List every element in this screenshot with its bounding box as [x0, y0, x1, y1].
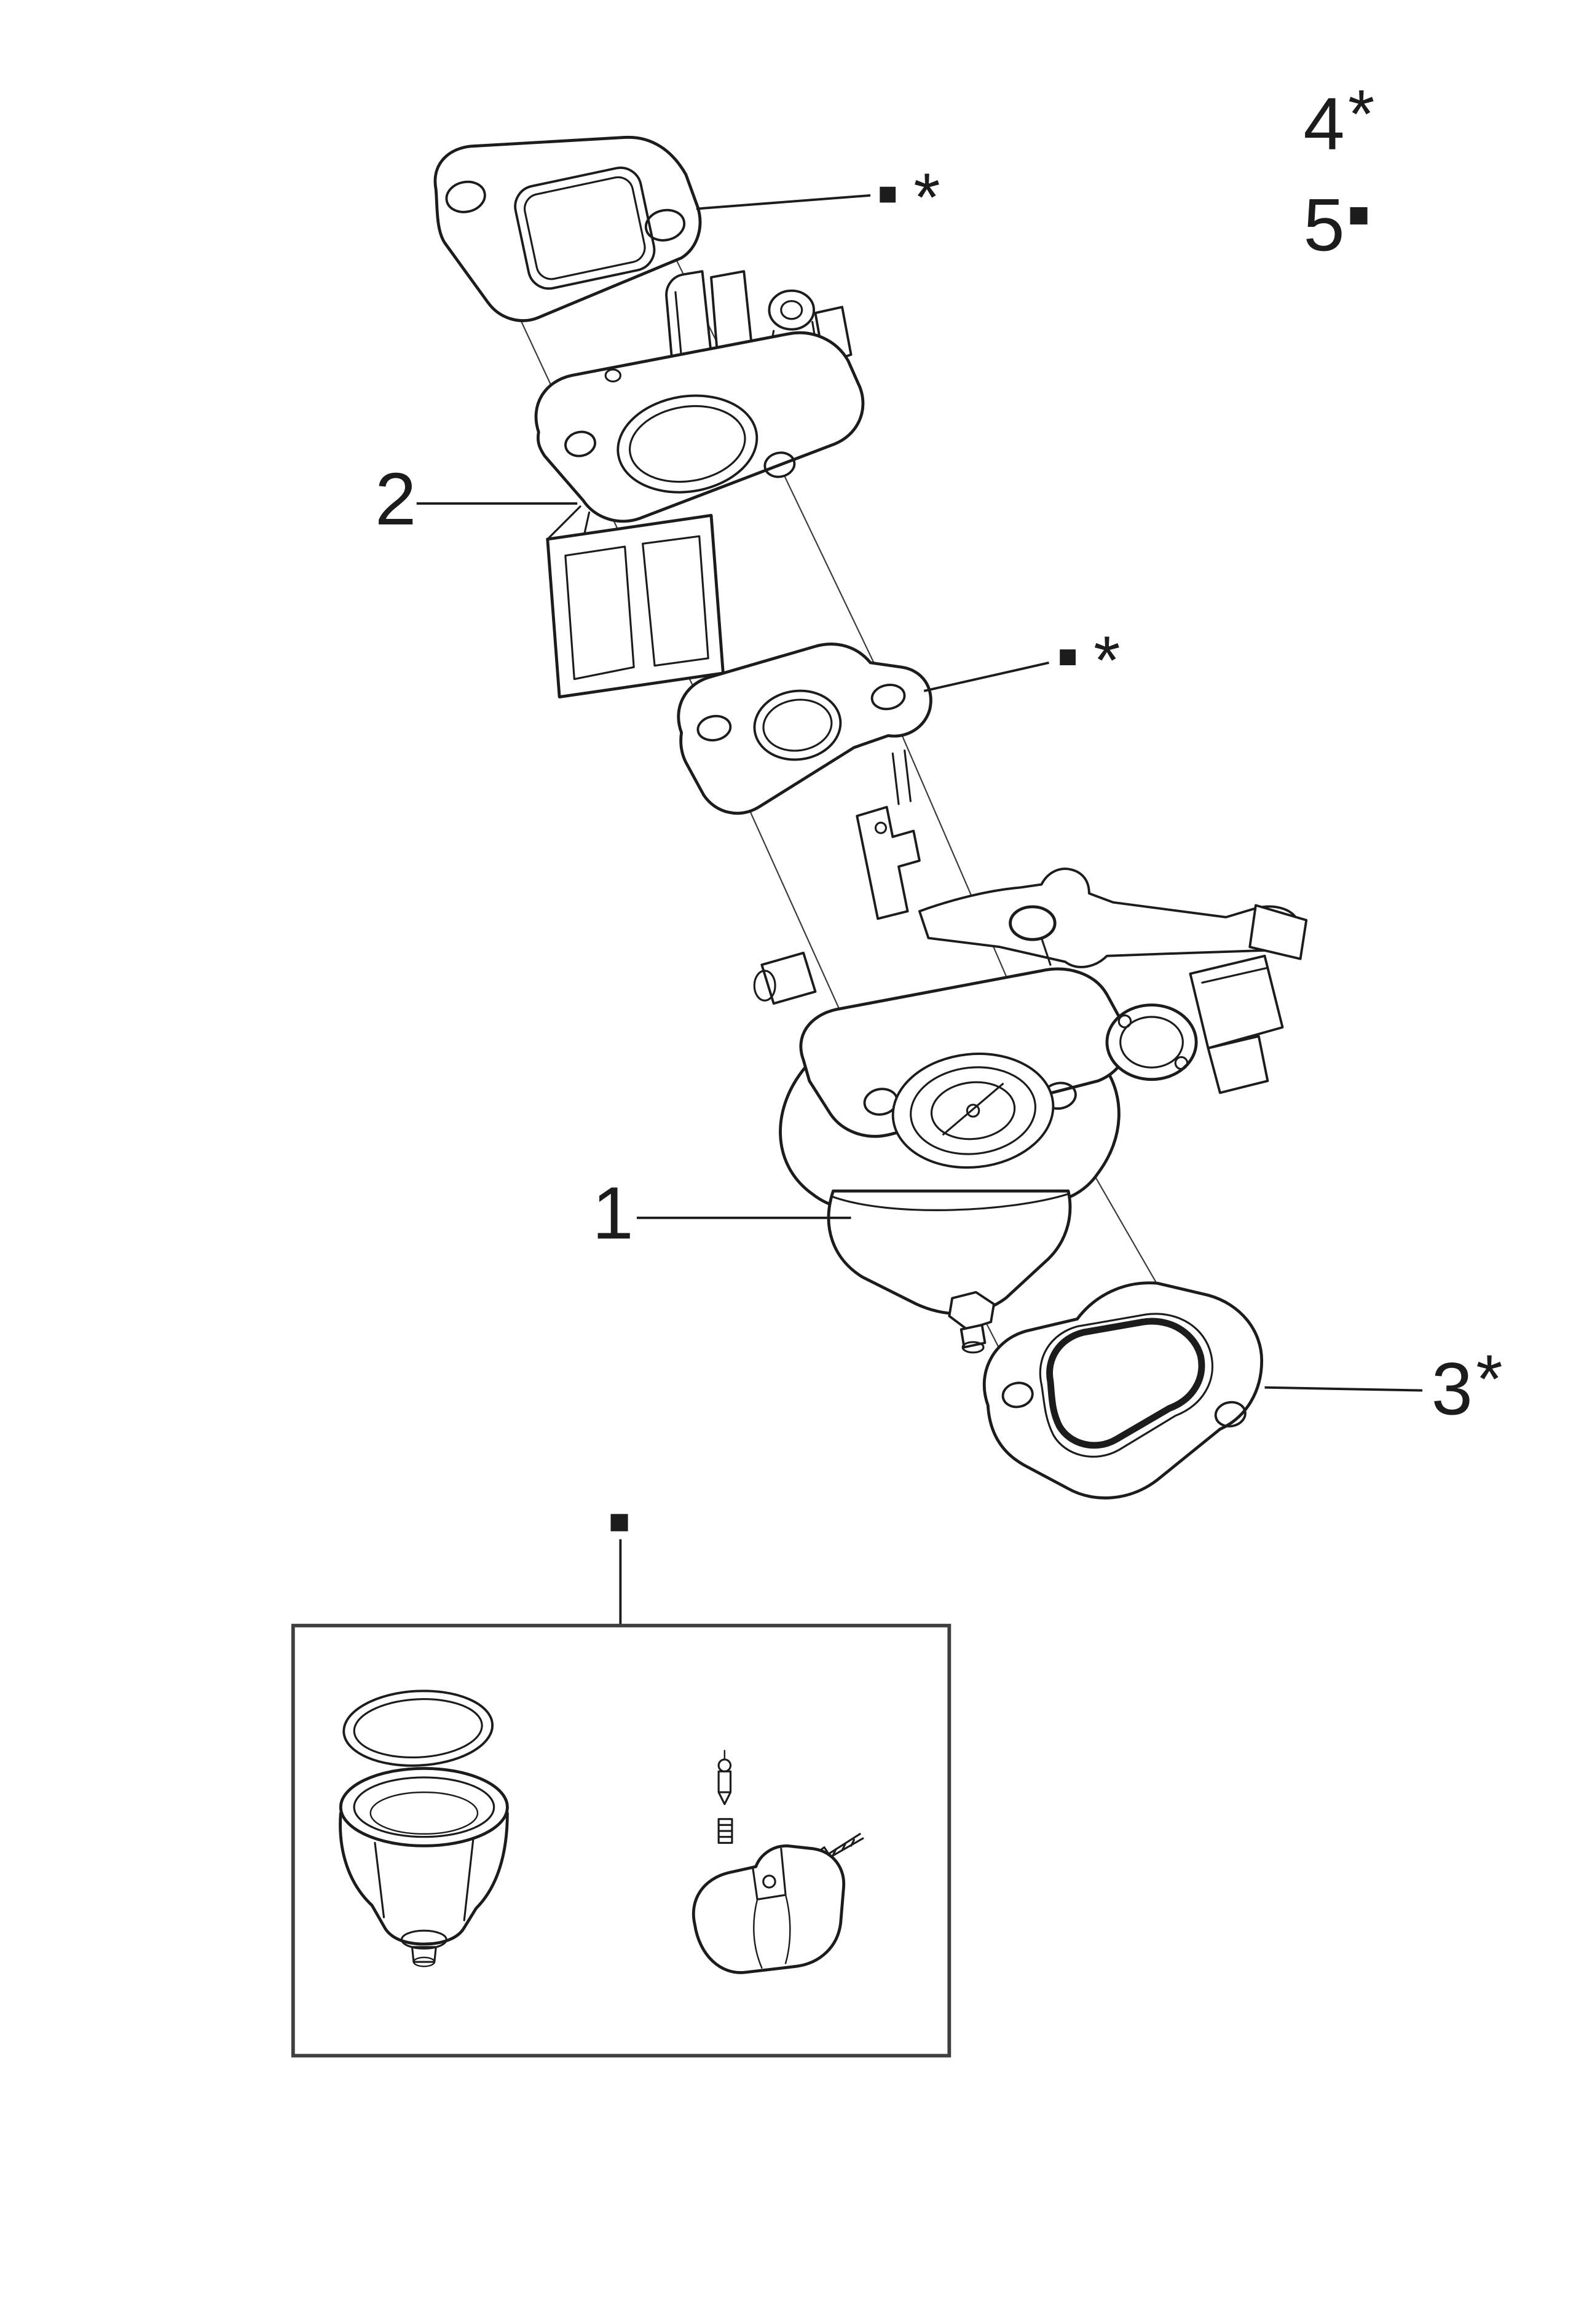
label-part-5-square: ■ — [1348, 195, 1369, 235]
carburetor-assembly — [753, 749, 1308, 1354]
callout-top-square: ■ — [878, 175, 897, 211]
port-screw-bottom — [1174, 1056, 1189, 1070]
carburetor-gasket-middle — [677, 642, 932, 815]
label-part-3: 3 — [1432, 1346, 1473, 1430]
bolt-hole-left — [1001, 1381, 1034, 1409]
manifold-boss — [768, 289, 815, 331]
gasket-outline — [433, 135, 702, 322]
flange-bolt-hole-left — [564, 430, 596, 457]
repair-kit — [291, 1539, 952, 2058]
insulator-gasket-bottom — [982, 1281, 1264, 1500]
cable-bracket — [856, 805, 921, 920]
label-part-5: 5 — [1303, 183, 1344, 266]
label-part-1: 1 — [592, 1171, 633, 1255]
port-screw-top — [1117, 1014, 1132, 1029]
leader-lines — [416, 194, 1423, 1392]
gasket-outline — [677, 642, 932, 815]
choke-knob — [1009, 905, 1057, 941]
throttle-linkage — [856, 749, 1308, 968]
kit-callout-square: ■ — [609, 1501, 630, 1541]
gasket-opening-edge — [1039, 1313, 1213, 1458]
leader-callout-mid — [923, 662, 1049, 692]
callout-mid-square: ■ — [1058, 638, 1078, 674]
kit-float-bowl — [339, 1766, 509, 1967]
gasket-outline — [982, 1281, 1264, 1500]
label-part-3-star: * — [1476, 1340, 1502, 1417]
bolt-hole-right — [870, 684, 906, 711]
throttle-plate-edge — [942, 1083, 1004, 1136]
kit-box — [291, 1624, 952, 2058]
bowl-bolt — [960, 1324, 987, 1349]
intake-manifold — [534, 270, 865, 698]
leader-part-3 — [1264, 1386, 1423, 1392]
gasket-bore — [753, 689, 842, 761]
side-port — [1105, 954, 1284, 1094]
kit-bowl-gasket — [342, 1690, 494, 1767]
bolt-hole-left — [696, 714, 732, 741]
bolt-hole-right — [1214, 1401, 1247, 1428]
diagram-labels: ■ * 4 * 5 ■ 2 ■ * 1 3 * ■ — [375, 75, 1503, 1541]
kit-float — [692, 1844, 845, 1974]
label-part-4-star: * — [1348, 75, 1374, 152]
gasket-port-opening — [514, 166, 656, 290]
flange-bolt-hole-right — [763, 451, 796, 478]
gasket-seal-ring — [1046, 1318, 1205, 1449]
bolt-hole-right — [644, 208, 686, 242]
float-bowl-mounted — [827, 1189, 1072, 1354]
idle-screw-boss — [753, 951, 817, 1005]
bowl-drain-nut — [948, 1290, 995, 1331]
arm-end-pad — [1248, 904, 1308, 960]
intake-gasket-top — [433, 135, 702, 322]
leader-callout-top — [696, 194, 871, 210]
venturi-bore — [891, 1053, 1055, 1169]
bolt-hole-left — [445, 180, 486, 213]
manifold-port — [617, 394, 759, 494]
callout-mid-star: * — [1094, 622, 1120, 698]
manifold-upper-tab — [665, 270, 712, 368]
label-part-4: 4 — [1303, 82, 1344, 165]
callout-top-star: * — [913, 159, 940, 235]
throttle-arm — [918, 868, 1299, 968]
label-part-2: 2 — [375, 457, 416, 540]
